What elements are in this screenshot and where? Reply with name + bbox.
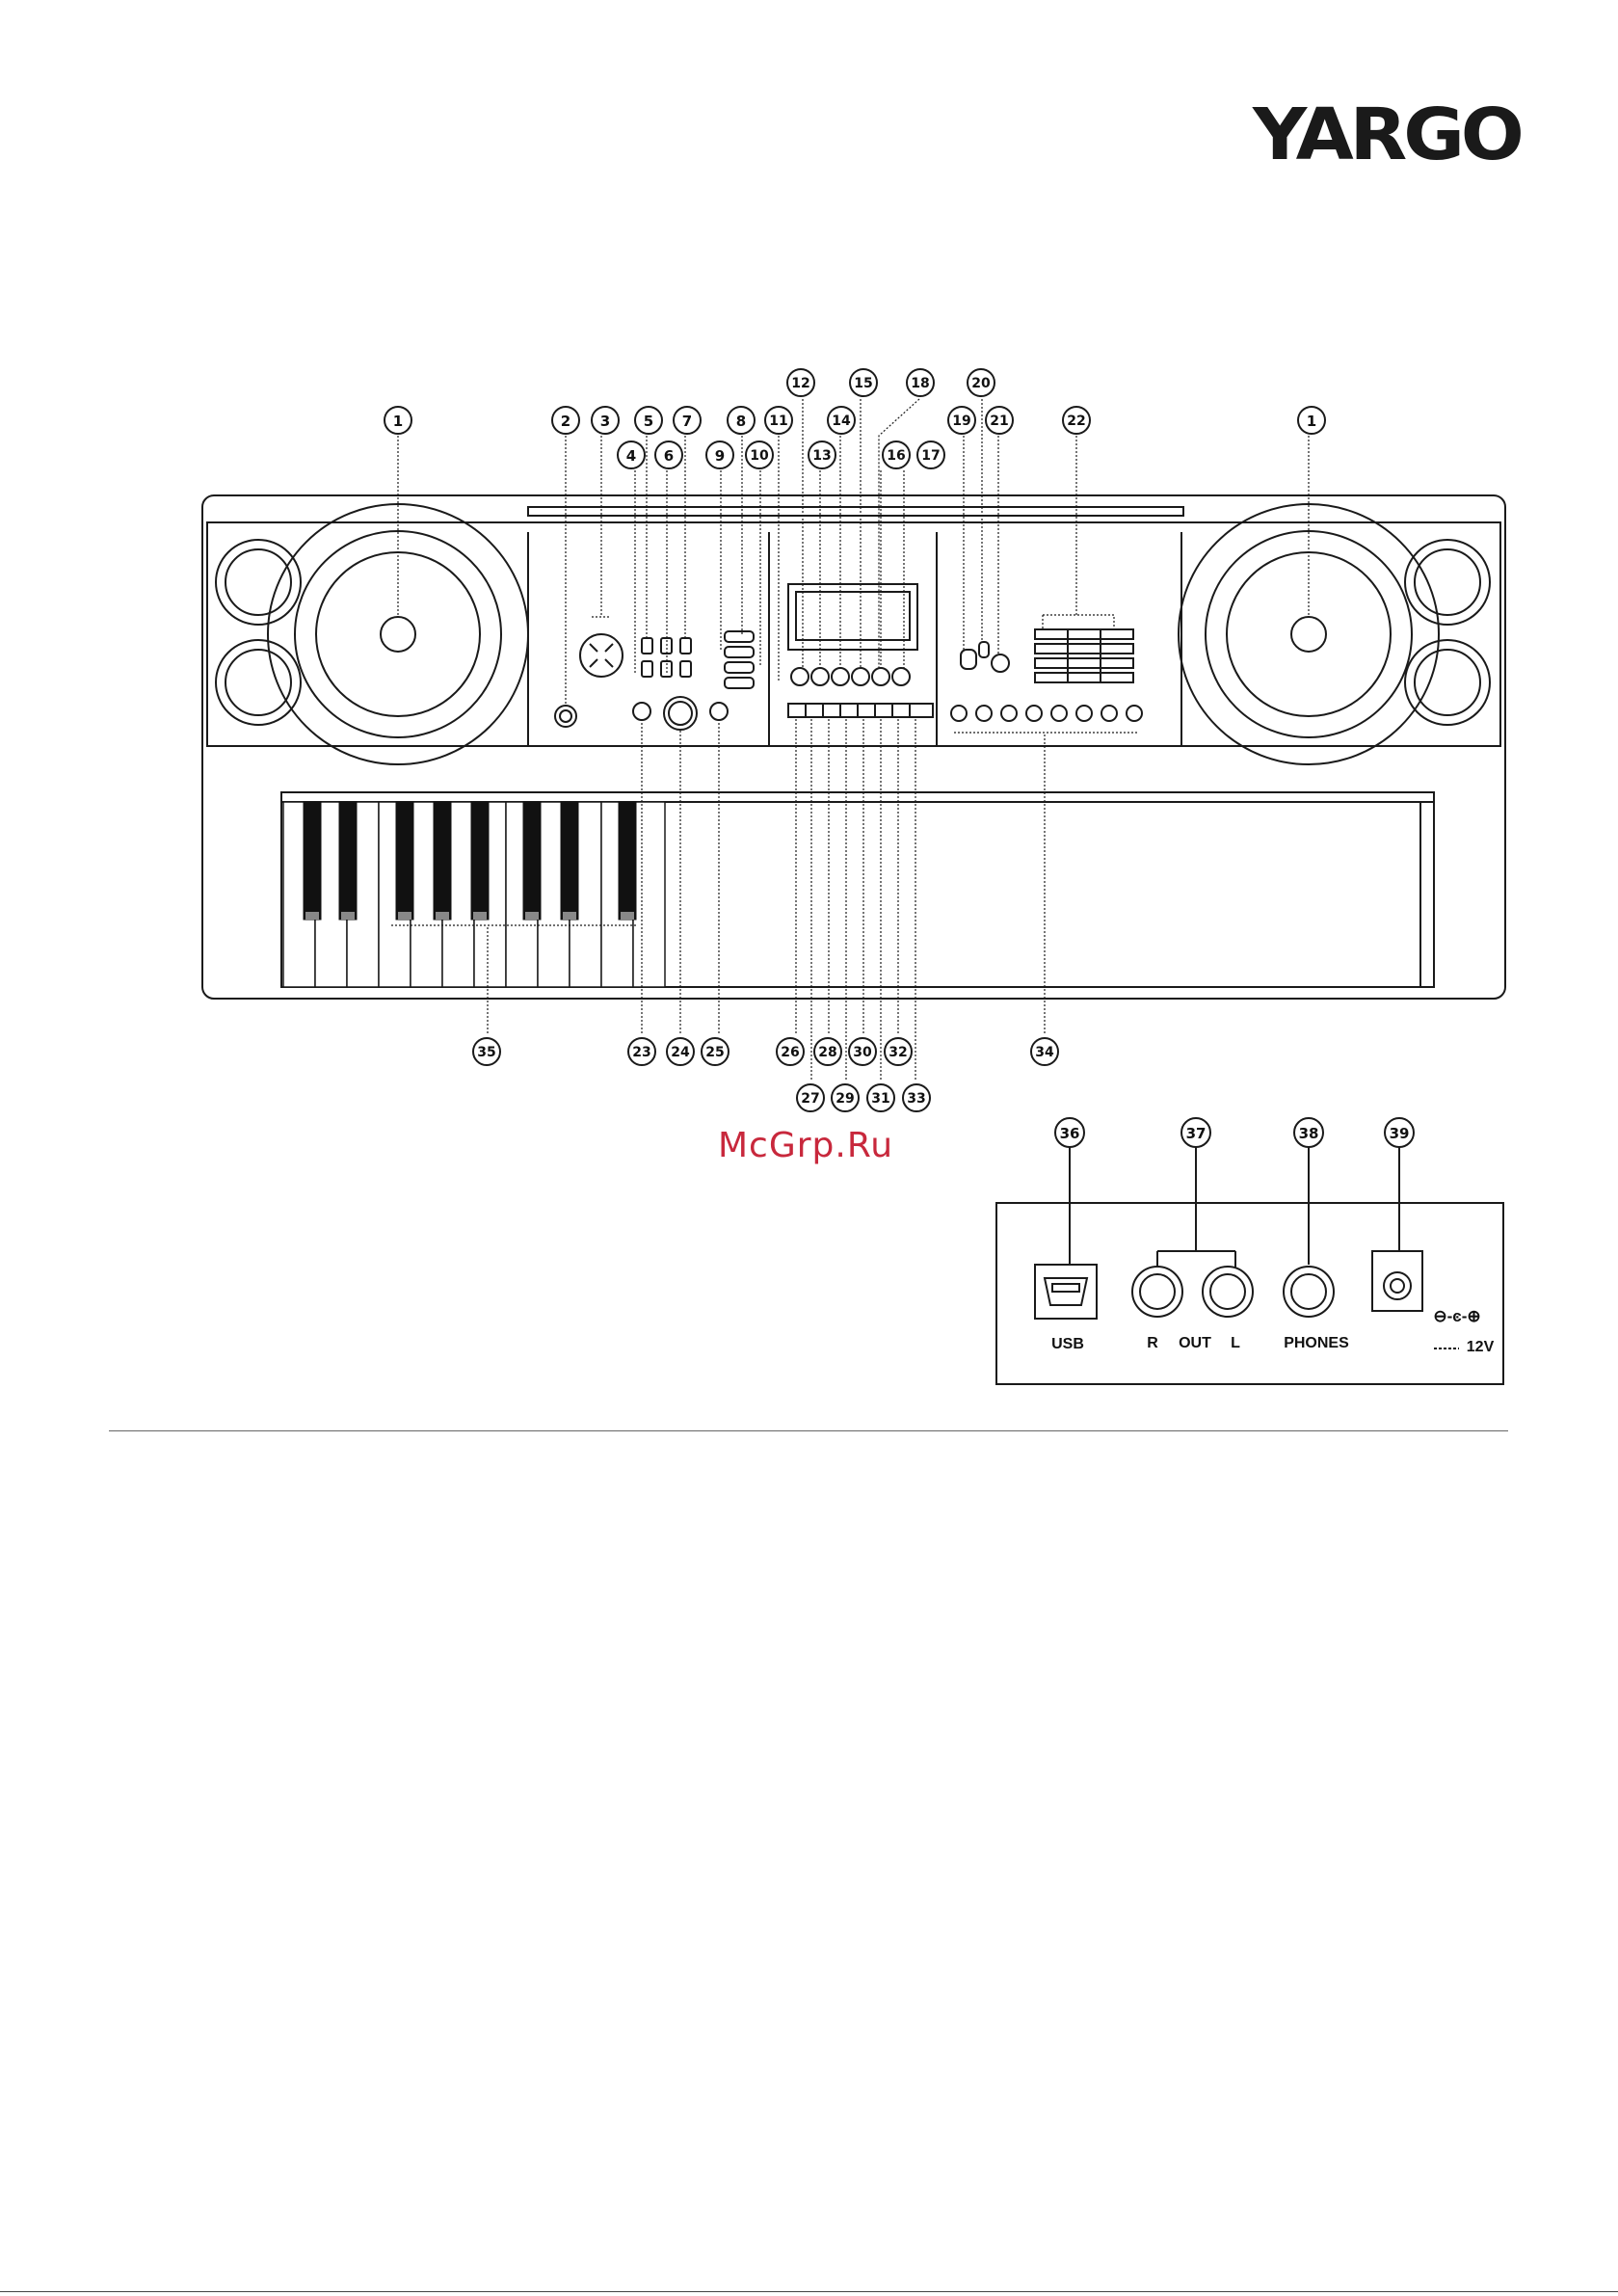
callout-28: 28 bbox=[818, 1045, 836, 1060]
callout-22: 22 bbox=[1067, 414, 1085, 429]
callout-1-right: 1 bbox=[1307, 413, 1316, 430]
callout-8: 8 bbox=[736, 413, 746, 430]
callout-24: 24 bbox=[671, 1045, 690, 1060]
callout-20: 20 bbox=[971, 376, 991, 391]
callout-39: 39 bbox=[1390, 1125, 1410, 1142]
callout-10: 10 bbox=[750, 448, 769, 464]
callout-33: 33 bbox=[907, 1091, 925, 1107]
callout-2: 2 bbox=[561, 413, 570, 430]
callout-1-left: 1 bbox=[393, 413, 403, 430]
callout-12: 12 bbox=[791, 376, 809, 391]
callout-29: 29 bbox=[836, 1091, 854, 1107]
callout-31: 31 bbox=[871, 1091, 889, 1107]
right-speaker bbox=[1179, 504, 1490, 764]
callout-36: 36 bbox=[1060, 1125, 1080, 1142]
callout-38: 38 bbox=[1299, 1125, 1319, 1142]
number-pad bbox=[1035, 629, 1133, 682]
callout-15: 15 bbox=[854, 376, 872, 391]
callout-35: 35 bbox=[477, 1045, 495, 1060]
callout-11: 11 bbox=[769, 414, 787, 429]
control-panel bbox=[207, 522, 1500, 746]
callout-25: 25 bbox=[705, 1045, 724, 1060]
callout-13: 13 bbox=[812, 448, 831, 464]
callout-17: 17 bbox=[921, 448, 940, 464]
callout-7: 7 bbox=[682, 413, 692, 430]
callout-5: 5 bbox=[644, 413, 653, 430]
callout-27: 27 bbox=[801, 1091, 819, 1107]
callout-30: 30 bbox=[853, 1045, 872, 1060]
section-divider bbox=[109, 1430, 1508, 1431]
out-l-label: L bbox=[1231, 1335, 1240, 1351]
callout-32: 32 bbox=[889, 1045, 907, 1060]
dpad bbox=[580, 634, 623, 677]
phones-label: PHONES bbox=[1284, 1335, 1349, 1351]
callout-19: 19 bbox=[952, 414, 970, 429]
out-r-label: R bbox=[1147, 1335, 1158, 1351]
watermark: McGrp.Ru bbox=[718, 1126, 893, 1165]
dc-input bbox=[1372, 1251, 1422, 1311]
callout-26: 26 bbox=[781, 1045, 799, 1060]
callout-14: 14 bbox=[832, 414, 851, 429]
left-speaker bbox=[216, 504, 528, 764]
handle-slot bbox=[528, 507, 1183, 516]
callout-18: 18 bbox=[911, 376, 929, 391]
page-bottom-edge bbox=[0, 2291, 1618, 2292]
power-voltage: 12V bbox=[1467, 1339, 1495, 1355]
callout-16: 16 bbox=[887, 448, 905, 464]
power-knob bbox=[555, 706, 576, 727]
callout-34: 34 bbox=[1035, 1045, 1054, 1060]
power-polarity: ⊖-ͼ-⊕ bbox=[1433, 1307, 1480, 1325]
callout-23: 23 bbox=[632, 1045, 650, 1060]
callout-9: 9 bbox=[715, 447, 725, 465]
callout-21: 21 bbox=[990, 414, 1008, 429]
callout-6: 6 bbox=[664, 447, 674, 465]
callout-37: 37 bbox=[1186, 1125, 1207, 1142]
callout-3: 3 bbox=[600, 413, 610, 430]
out-label: OUT bbox=[1179, 1335, 1211, 1351]
usb-label: USB bbox=[1051, 1336, 1084, 1352]
callout-4: 4 bbox=[626, 447, 636, 465]
